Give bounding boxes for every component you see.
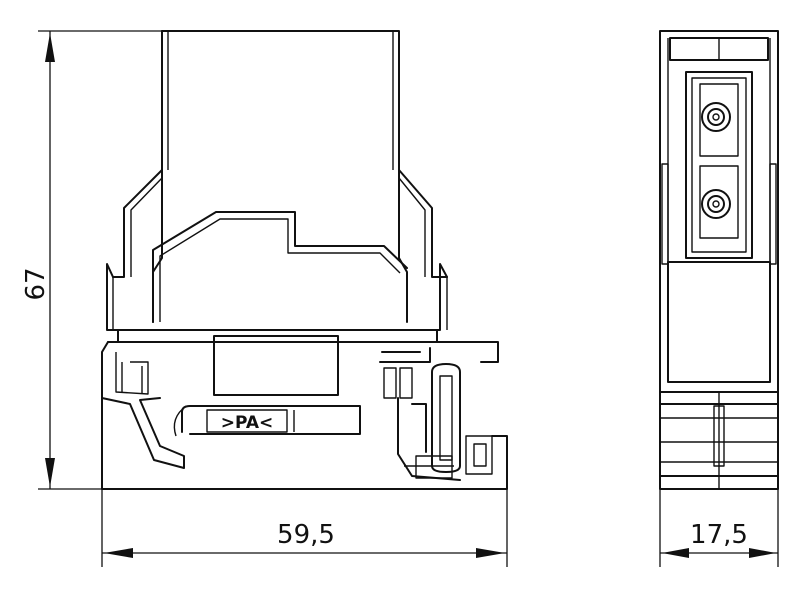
right-latch-slot xyxy=(383,367,397,399)
rail-foot xyxy=(101,397,508,490)
right-latch-lip xyxy=(379,347,431,363)
lower-port-ferrule xyxy=(707,195,725,213)
right-shoulder-inner xyxy=(398,177,426,277)
mid-plate xyxy=(107,341,499,363)
marking-box xyxy=(206,409,288,433)
height-dimension-label: 67 xyxy=(21,267,51,300)
left-shoulder-outer xyxy=(112,169,163,278)
width-arrow-right xyxy=(476,548,505,558)
left-latch-post xyxy=(106,263,119,343)
right-inner-wall xyxy=(398,169,408,323)
width-dimension-label: 59,5 xyxy=(277,520,335,550)
housing-outline xyxy=(161,30,400,171)
front-view: >PA< xyxy=(101,30,508,490)
right-foot-pad xyxy=(415,455,453,479)
right-spring-slot xyxy=(439,375,453,461)
left-clip xyxy=(101,341,185,469)
right-clip-hook xyxy=(411,403,427,453)
upper-port-core xyxy=(712,113,720,121)
height-arrow-top xyxy=(45,33,55,62)
lower-port-core xyxy=(712,200,720,208)
height-arrow-bottom xyxy=(45,458,55,487)
side-view xyxy=(659,30,779,490)
left-shoulder-inner xyxy=(130,177,163,277)
pa-marking-text: >PA< xyxy=(221,413,274,433)
side-right-clip xyxy=(769,163,777,265)
port-frame-lower xyxy=(699,165,739,239)
depth-arrow-left xyxy=(662,548,689,558)
side-lower-body xyxy=(667,261,771,383)
marking-slot-curve xyxy=(173,405,187,437)
left-clip-window xyxy=(115,352,149,395)
depth-dimension: 17,5 xyxy=(659,489,779,567)
right-latch-slot-2 xyxy=(399,367,413,399)
base-top-profile-inner xyxy=(159,218,401,322)
port-frame-upper xyxy=(699,83,739,157)
width-arrow-left xyxy=(104,548,133,558)
upper-port-ferrule xyxy=(707,108,725,126)
right-clip-arm xyxy=(397,397,461,481)
width-dimension: 59,5 xyxy=(101,489,508,567)
connector-body xyxy=(685,71,753,259)
connector-body-inner xyxy=(691,77,747,253)
height-dimension: 67 xyxy=(21,30,162,490)
depth-arrow-right xyxy=(749,548,776,558)
upper-port-outer xyxy=(701,102,731,132)
right-spring-loop xyxy=(431,363,461,473)
depth-dimension-label: 17,5 xyxy=(690,520,748,550)
right-latch-post xyxy=(436,263,448,343)
base-top-profile xyxy=(152,211,408,323)
side-left-clip xyxy=(661,163,669,265)
label-window xyxy=(213,335,339,396)
lower-port-outer xyxy=(701,189,731,219)
right-foot-block xyxy=(465,435,493,475)
right-foot-block-inner xyxy=(473,443,487,467)
